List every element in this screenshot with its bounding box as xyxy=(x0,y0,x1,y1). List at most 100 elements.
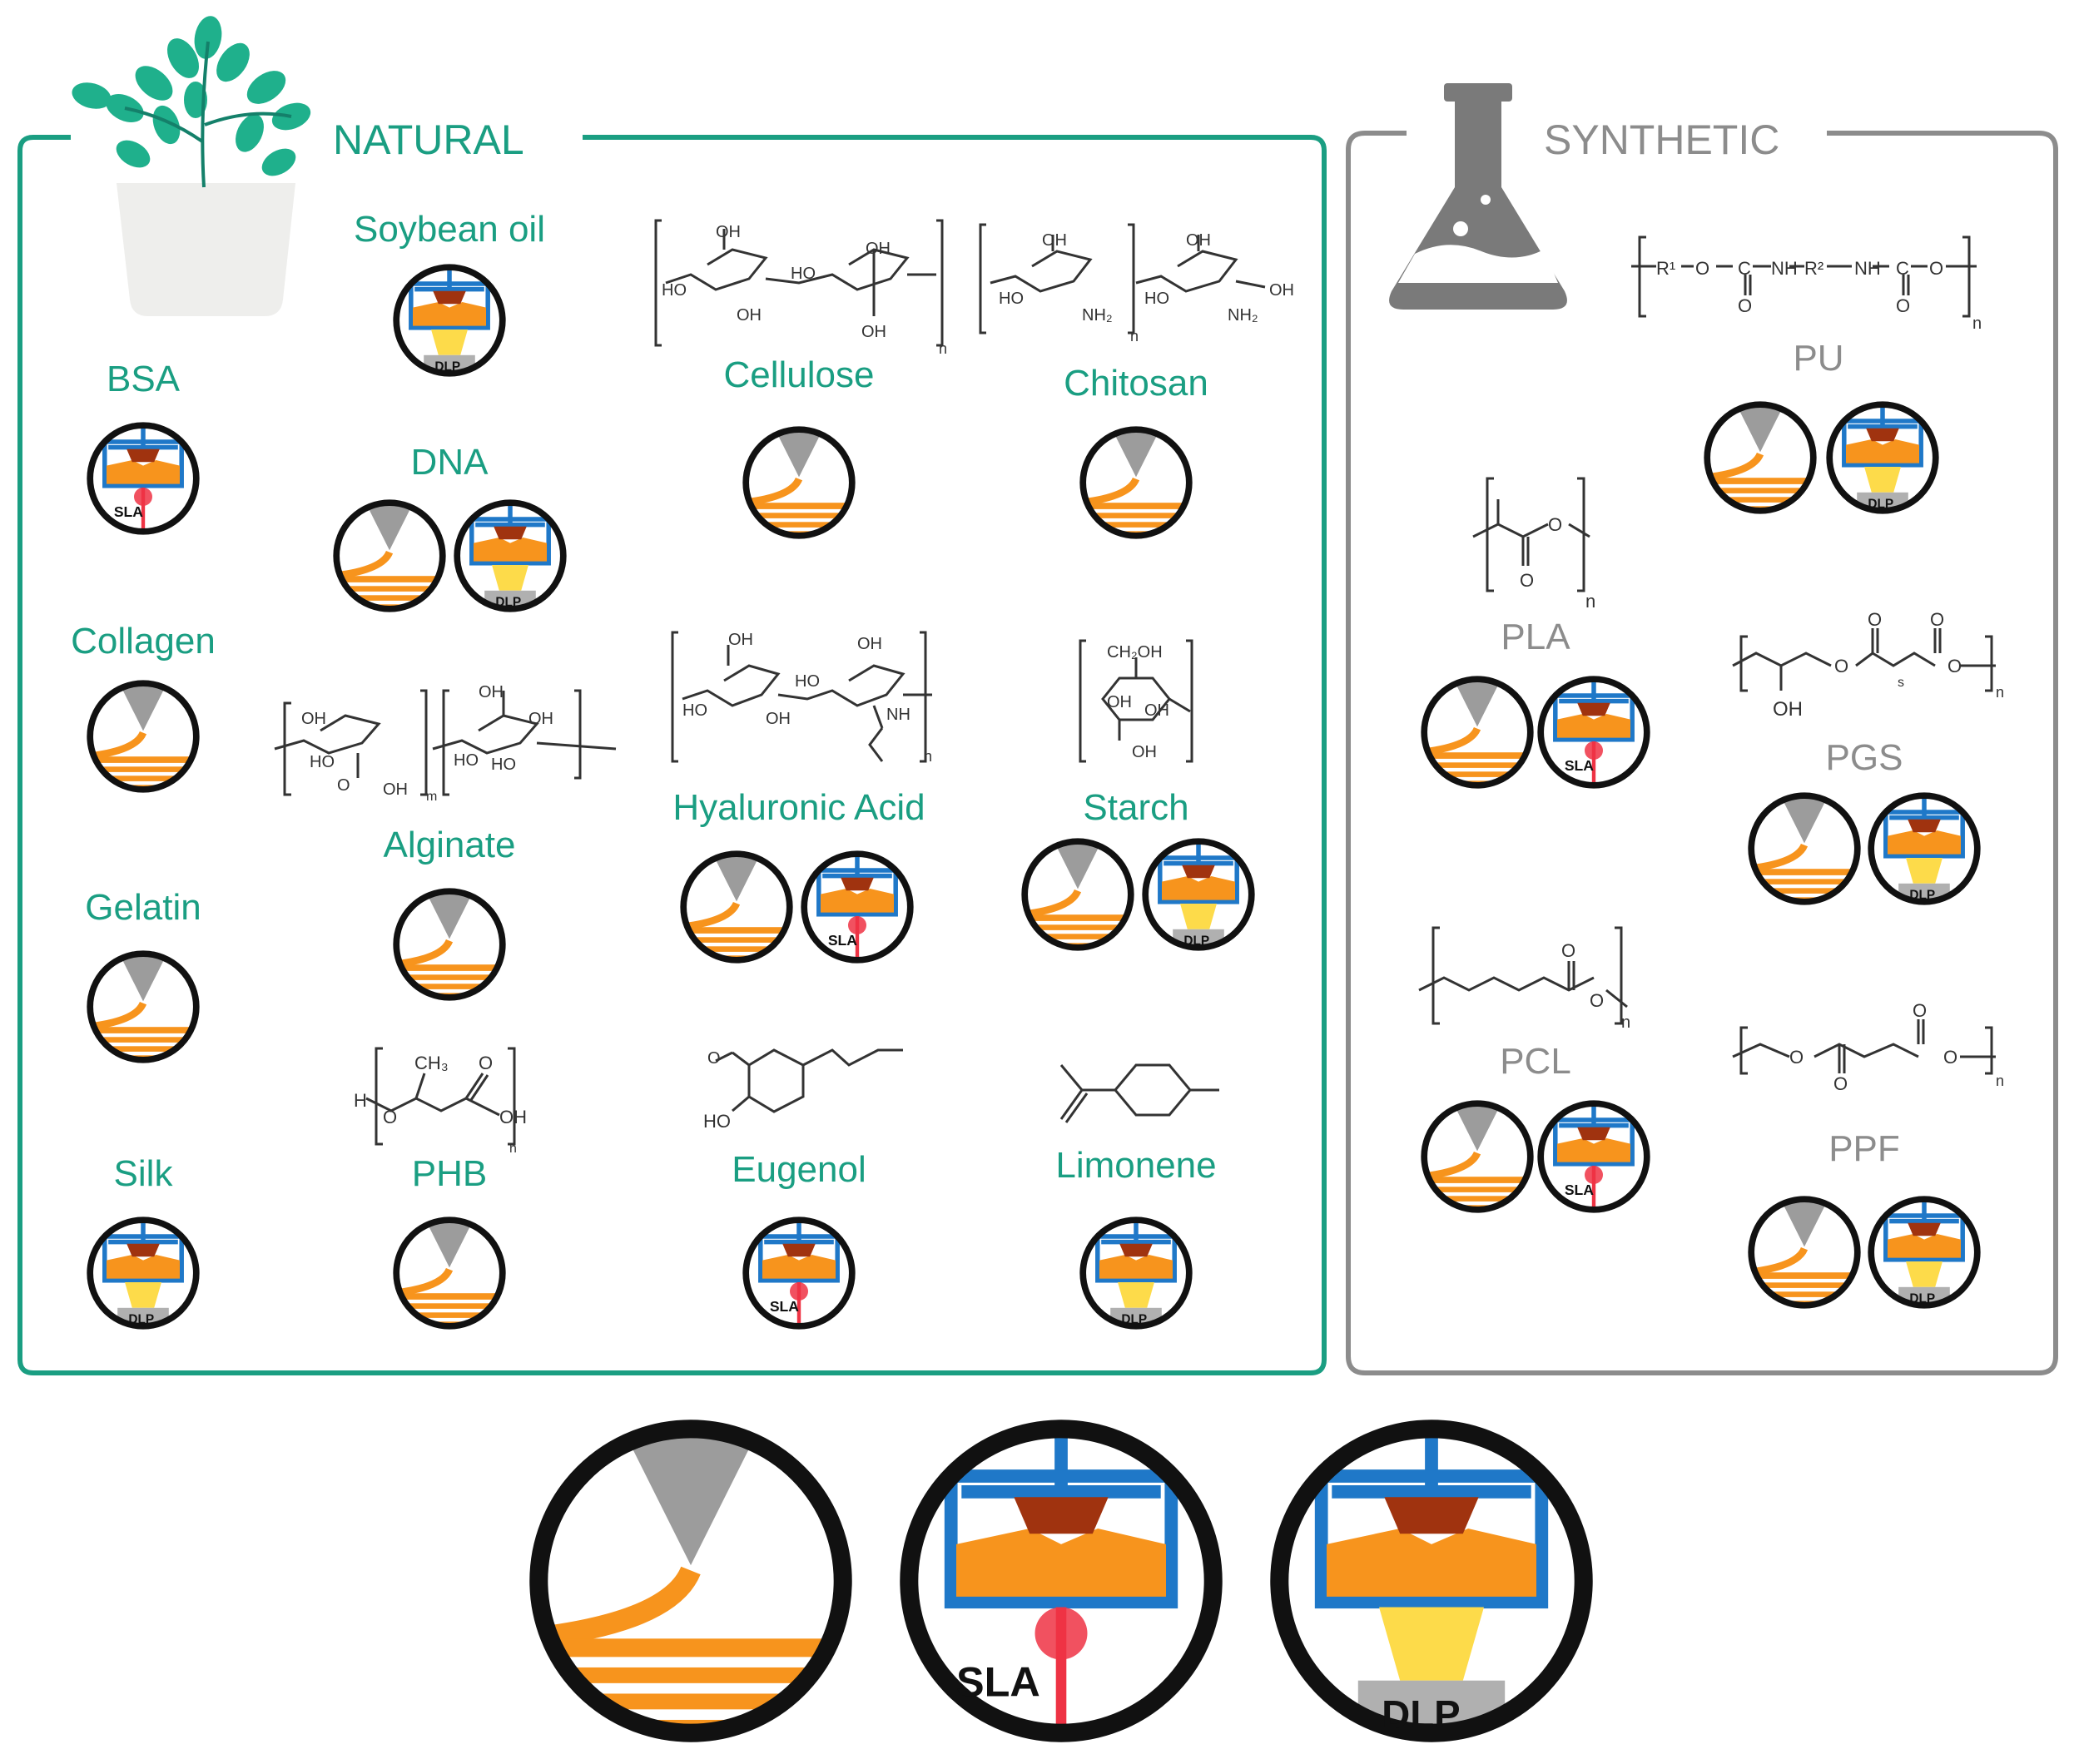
method-icon-phb-extrusion xyxy=(393,1220,506,1326)
natural-frame xyxy=(17,135,1327,1375)
legend: SLA DLP xyxy=(528,1429,1584,1738)
chem-label: O xyxy=(1789,1047,1804,1068)
chem-label: HO xyxy=(1144,290,1169,308)
method-icon-silk-dlp: DLP xyxy=(90,1220,196,1328)
synthetic-title: SYNTHETIC xyxy=(1544,116,1779,163)
starch-structure xyxy=(1079,639,1193,763)
chem-label: OH xyxy=(737,306,762,325)
method-icon-ppf-extrusion xyxy=(1748,1199,1861,1306)
dlp-label: DLP xyxy=(1909,1292,1935,1306)
chem-label: O xyxy=(1868,609,1882,630)
chem-label: O xyxy=(1930,609,1944,630)
method-icon-hya-sla: SLA xyxy=(804,854,910,962)
method-icon-ppf-dlp: DLP xyxy=(1871,1199,1977,1307)
chem-label: O xyxy=(1834,656,1848,676)
method-icon-pla-sla: SLA xyxy=(1541,679,1647,787)
chem-label: OH xyxy=(716,223,741,241)
method-icon-dna-dlp: DLP xyxy=(457,503,563,611)
chem-label: O xyxy=(1561,940,1575,961)
material-label-phb: PHB xyxy=(412,1153,487,1194)
chem-label: O xyxy=(1929,258,1943,279)
chem-label: O xyxy=(1590,990,1604,1011)
chem-label: O xyxy=(479,1053,493,1073)
method-icon-pgs-extrusion xyxy=(1748,795,1861,902)
material-label-silk: Silk xyxy=(114,1153,174,1194)
dlp-label: DLP xyxy=(1121,1313,1147,1327)
pgs-structure xyxy=(1732,628,1996,692)
chem-label: HO xyxy=(795,672,820,691)
chem-label: OH xyxy=(383,780,408,799)
flask-icon xyxy=(1389,83,1567,310)
method-icon-pcl-sla: SLA xyxy=(1541,1103,1647,1212)
legend-icon-extrusion xyxy=(528,1429,854,1732)
chem-label: NH xyxy=(886,706,910,724)
chem-label: O xyxy=(1548,514,1562,535)
chem-label: C xyxy=(1738,258,1751,279)
method-icon-alg-extrusion xyxy=(393,891,506,998)
material-label-dna: DNA xyxy=(411,442,489,483)
chem-label: O xyxy=(1896,295,1910,316)
chem-label: OH xyxy=(1144,701,1169,720)
chem-label: NH xyxy=(1771,258,1798,279)
material-label-cel: Cellulose xyxy=(724,354,875,395)
chem-label: O xyxy=(1943,1047,1957,1068)
chem-label: HO xyxy=(999,290,1024,308)
limonene-structure xyxy=(1059,1063,1219,1123)
sla-label: SLA xyxy=(114,503,143,520)
chem-label: O xyxy=(1738,295,1752,316)
sla-label: SLA xyxy=(1565,757,1594,774)
sla-label: SLA xyxy=(770,1298,799,1315)
cellulose-structure xyxy=(654,219,944,347)
alginate-structure xyxy=(274,689,617,796)
material-label-soy: Soybean oil xyxy=(354,209,545,250)
chem-label: O xyxy=(1833,1073,1848,1094)
method-icon-cel-extrusion xyxy=(742,429,856,536)
pla-structure xyxy=(1472,477,1590,592)
method-icon-sta-dlp: DLP xyxy=(1145,841,1252,949)
method-icon-gel-extrusion xyxy=(87,954,200,1060)
method-icon-hya-extrusion xyxy=(680,854,793,960)
chem-label: NH₂ xyxy=(1228,306,1258,325)
chem-label: O xyxy=(707,1049,721,1068)
legend-label-dlp: DLP xyxy=(1382,1692,1461,1737)
method-icon-col-extrusion xyxy=(87,683,200,790)
material-label-pcl: PCL xyxy=(1500,1041,1571,1082)
chem-label: OH xyxy=(861,323,886,341)
chem-label: OH xyxy=(301,710,326,728)
chem-label: n xyxy=(939,340,947,357)
dlp-label: DLP xyxy=(1909,889,1935,903)
method-icon-pla-extrusion xyxy=(1421,679,1534,785)
chem-label: H xyxy=(354,1090,367,1111)
material-label-pla: PLA xyxy=(1501,617,1570,657)
synthetic-panel: SYNTHETIC xyxy=(1346,83,2058,1375)
material-label-col: Collagen xyxy=(71,621,216,662)
chem-label: OH xyxy=(766,710,791,728)
legend-label-sla: SLA xyxy=(956,1658,1040,1706)
chem-label: HO xyxy=(491,756,516,774)
method-icon-pgs-dlp: DLP xyxy=(1871,795,1977,904)
material-label-sta: Starch xyxy=(1083,787,1188,828)
chem-label: OH xyxy=(479,683,504,701)
chem-label: CH₃ xyxy=(414,1053,449,1073)
chemistry-annotations: OH OH HO OH HO OH n OH OH HO NH₂ HO NH₂ … xyxy=(301,223,2004,1156)
method-icon-soy-dlp: DLP xyxy=(396,267,503,375)
chem-label: OH xyxy=(528,710,553,728)
chem-label: OH xyxy=(866,240,891,258)
method-icon-dna-extrusion xyxy=(333,503,446,609)
chem-label: n xyxy=(924,748,932,765)
chem-label: OH xyxy=(1132,743,1157,761)
chem-label: O xyxy=(1947,656,1962,676)
material-label-gel: Gelatin xyxy=(85,887,201,928)
chem-label: R² xyxy=(1804,258,1823,279)
chem-label: n xyxy=(1996,684,2004,701)
dlp-label: DLP xyxy=(128,1313,154,1327)
chem-label: HO xyxy=(703,1111,731,1132)
chem-label: OH xyxy=(728,631,753,649)
chem-label: s xyxy=(1898,676,1904,690)
chem-label: OH xyxy=(857,635,882,653)
ppf-structure xyxy=(1732,1019,1996,1075)
chem-label: O xyxy=(337,776,350,795)
chem-label: NH xyxy=(1854,258,1881,279)
eugenol-structure xyxy=(715,1048,903,1113)
chem-label: m xyxy=(426,790,437,804)
